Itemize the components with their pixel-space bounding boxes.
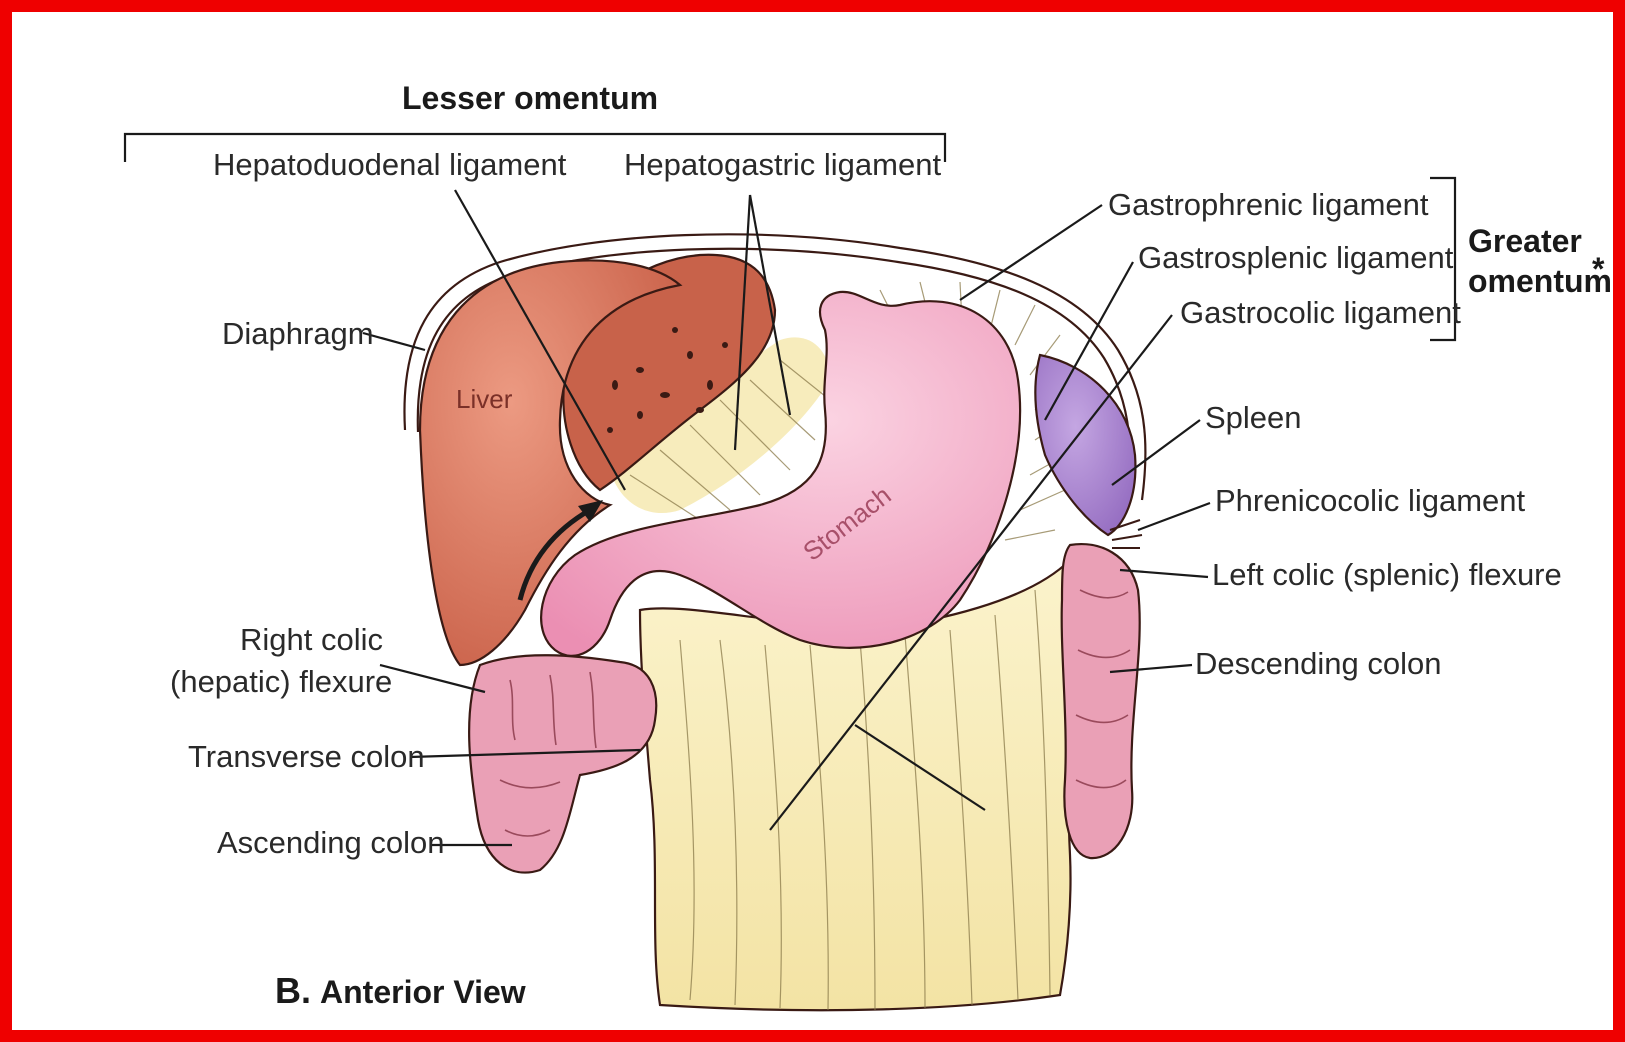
- gastrocolic-ligament-label: Gastrocolic ligament: [1180, 295, 1461, 330]
- diaphragm-label: Diaphragm: [222, 316, 374, 351]
- descending-colon-label: Descending colon: [1195, 646, 1441, 681]
- greater-omentum-asterisk: *: [1592, 251, 1605, 287]
- greater-omentum-label-line1: Greater: [1468, 223, 1582, 259]
- gastrophrenic-ligament-label: Gastrophrenic ligament: [1108, 187, 1429, 222]
- right-colic-flexure-label-line2: (hepatic) flexure: [170, 664, 392, 699]
- lesser-omentum-label: Lesser omentum: [402, 80, 658, 116]
- greater-omentum-label-line2: omentum: [1468, 263, 1612, 299]
- view-title: Anterior View: [320, 974, 526, 1010]
- ascending-colon-shape: [469, 655, 656, 872]
- hepatogastric-ligament-label: Hepatogastric ligament: [624, 147, 941, 182]
- gastrosplenic-ligament-label: Gastrosplenic ligament: [1138, 240, 1454, 275]
- spleen-label: Spleen: [1205, 400, 1302, 435]
- liver-label: Liver: [456, 384, 513, 414]
- ascending-colon-label: Ascending colon: [217, 825, 445, 860]
- phrenicocolic-ligament-label: Phrenicocolic ligament: [1215, 483, 1526, 518]
- left-colic-flexure-label: Left colic (splenic) flexure: [1212, 557, 1562, 592]
- view-letter: B.: [275, 970, 311, 1011]
- right-colic-flexure-label-line1: Right colic: [240, 622, 383, 657]
- hepatoduodenal-ligament-label: Hepatoduodenal ligament: [213, 147, 567, 182]
- transverse-colon-label: Transverse colon: [188, 739, 425, 774]
- descending-colon-shape: [1062, 544, 1140, 858]
